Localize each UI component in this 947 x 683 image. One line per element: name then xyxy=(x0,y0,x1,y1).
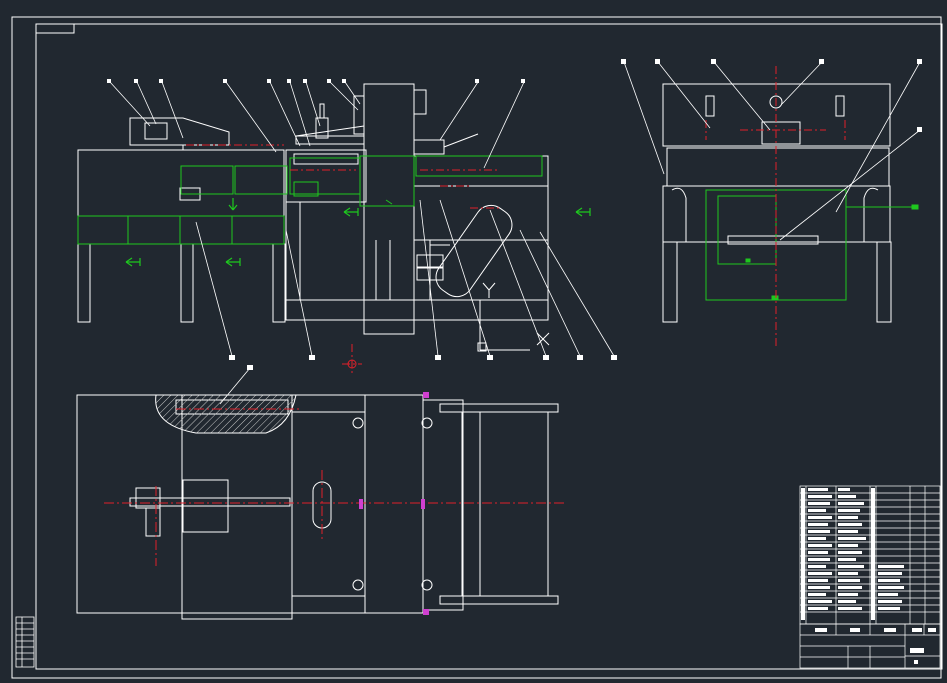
flow-arrows xyxy=(125,198,591,267)
section-hatch xyxy=(155,394,297,434)
title-block xyxy=(799,623,941,669)
front-view-callout-tags xyxy=(107,79,617,360)
parts-list-cell-fills xyxy=(801,488,936,664)
plan-view-centerlines xyxy=(104,408,566,566)
front-view-callouts xyxy=(109,81,615,357)
flow-arrow-left-icon xyxy=(125,257,141,267)
flow-arrow-left-icon xyxy=(225,257,241,267)
flow-arrow-left-icon xyxy=(343,207,359,217)
flow-arrow-left-icon xyxy=(575,207,591,217)
side-view-callout-tags xyxy=(621,59,922,132)
parts-list xyxy=(799,485,941,625)
reference-mark-icon xyxy=(347,359,357,369)
plan-view-callout-tag xyxy=(247,365,253,370)
front-view-centerlines xyxy=(186,144,500,374)
front-view-highlights xyxy=(77,155,543,245)
revision-strip xyxy=(15,616,35,668)
plan-view-callout xyxy=(219,367,251,405)
plan-view-magenta-parts xyxy=(359,392,429,615)
side-view-callouts xyxy=(623,61,921,241)
sheet-border xyxy=(11,16,943,679)
flow-arrow-down-icon xyxy=(228,198,238,211)
